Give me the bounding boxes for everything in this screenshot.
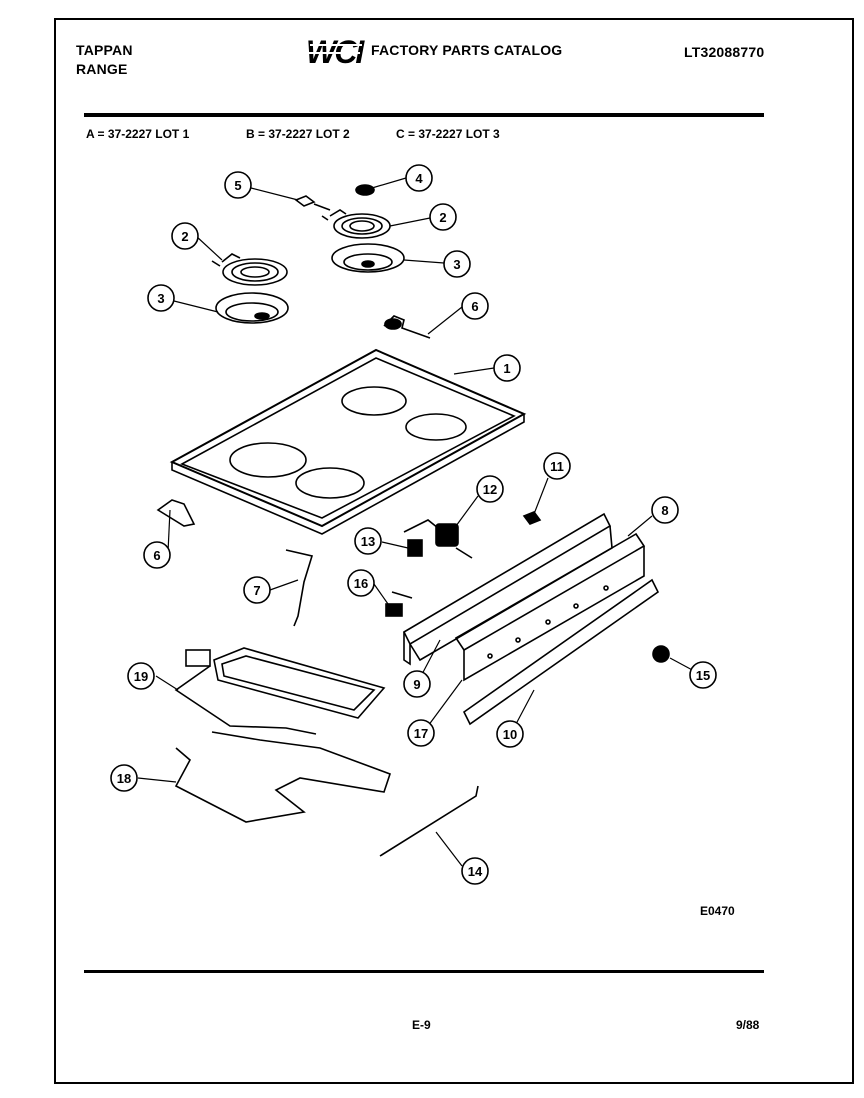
lot-a: A = 37-2227 LOT 1 xyxy=(86,127,190,141)
bake-element xyxy=(174,731,392,823)
surface-element-large xyxy=(211,253,288,286)
callout-4: 4 xyxy=(405,164,433,192)
callout-7: 7 xyxy=(243,576,271,604)
svg-text:4: 4 xyxy=(415,171,423,186)
svg-text:8: 8 xyxy=(661,503,668,518)
lot-c: C = 37-2227 LOT 3 xyxy=(396,127,500,141)
callout-3b: 3 xyxy=(147,284,175,312)
svg-text:5: 5 xyxy=(234,178,241,193)
svg-text:11: 11 xyxy=(550,459,564,474)
header-rule xyxy=(84,113,764,117)
callout-14: 15 xyxy=(689,661,717,689)
svg-text:19: 19 xyxy=(134,669,148,684)
svg-text:1: 1 xyxy=(503,361,510,376)
svg-text:14: 14 xyxy=(468,864,483,879)
svg-text:3: 3 xyxy=(157,291,164,306)
brand-name: TAPPAN xyxy=(76,42,133,58)
main-cooktop xyxy=(169,348,527,535)
callout-3a: 3 xyxy=(443,250,471,278)
callout-bubbles: 5 4 2 2 3 3 6 1 6 7 11 12 13 16 8 9 15 1… xyxy=(110,164,717,885)
leader-lines xyxy=(137,177,697,867)
catalog-date: 9/88 xyxy=(736,1018,760,1032)
appliance-type: RANGE xyxy=(76,61,128,77)
bracket-part-lower xyxy=(156,499,196,527)
callout-16: 17 xyxy=(407,719,435,747)
svg-text:9: 9 xyxy=(413,677,420,692)
control-knob xyxy=(652,645,670,663)
svg-text:12: 12 xyxy=(483,482,497,497)
infinite-switch-part xyxy=(403,519,473,559)
bracket-rod-part xyxy=(379,785,479,857)
terminal-block-part xyxy=(294,195,331,211)
callout-11: 11 xyxy=(543,452,571,480)
svg-text:2: 2 xyxy=(439,210,446,225)
svg-text:10: 10 xyxy=(503,727,517,742)
callout-2b: 2 xyxy=(171,222,199,250)
wci-logo: WCI xyxy=(306,34,367,70)
callout-13: 13 xyxy=(354,527,382,555)
bracket-part-upper xyxy=(383,315,431,339)
svg-text:15: 15 xyxy=(696,668,710,683)
callout-8: 8 xyxy=(651,496,679,524)
callout-12: 12 xyxy=(476,475,504,503)
svg-text:3: 3 xyxy=(453,257,460,272)
callout-5: 5 xyxy=(224,171,252,199)
wire-harness-part xyxy=(285,549,314,627)
svg-text:13: 13 xyxy=(361,534,375,549)
svg-text:6: 6 xyxy=(471,299,478,314)
callout-6b: 6 xyxy=(143,541,171,569)
svg-text:16: 16 xyxy=(354,576,368,591)
callout-19: 14 xyxy=(461,857,489,885)
switch-part xyxy=(385,591,413,617)
callout-15: 16 xyxy=(347,569,375,597)
callout-9: 9 xyxy=(403,670,431,698)
callout-2a: 2 xyxy=(429,203,457,231)
trim-strip xyxy=(462,578,660,726)
drip-bowl-small xyxy=(331,243,405,273)
drip-bowl-large xyxy=(215,292,289,324)
footer-rule xyxy=(84,970,764,973)
callout-6a: 6 xyxy=(461,292,489,320)
svg-text:18: 18 xyxy=(117,771,131,786)
page-number: E-9 xyxy=(412,1018,431,1032)
catalog-title: FACTORY PARTS CATALOG xyxy=(371,42,563,58)
svg-text:6: 6 xyxy=(153,548,160,563)
control-panel-front xyxy=(454,532,646,682)
callout-17: 18 xyxy=(110,764,138,792)
svg-text:7: 7 xyxy=(253,583,260,598)
svg-text:17: 17 xyxy=(414,726,428,741)
figure-code: E0470 xyxy=(700,904,735,918)
lot-b: B = 37-2227 LOT 2 xyxy=(246,127,350,141)
surface-element-small xyxy=(321,209,391,239)
page-border xyxy=(54,18,854,1084)
model-number: LT32088770 xyxy=(684,44,765,60)
callout-10: 10 xyxy=(496,720,524,748)
callout-1: 1 xyxy=(493,354,521,382)
clip-part xyxy=(522,511,542,525)
callout-18: 19 xyxy=(127,662,155,690)
signal-light-part xyxy=(407,539,423,557)
receptacle-part xyxy=(355,184,375,196)
svg-text:2: 2 xyxy=(181,229,188,244)
broil-element xyxy=(174,647,386,735)
